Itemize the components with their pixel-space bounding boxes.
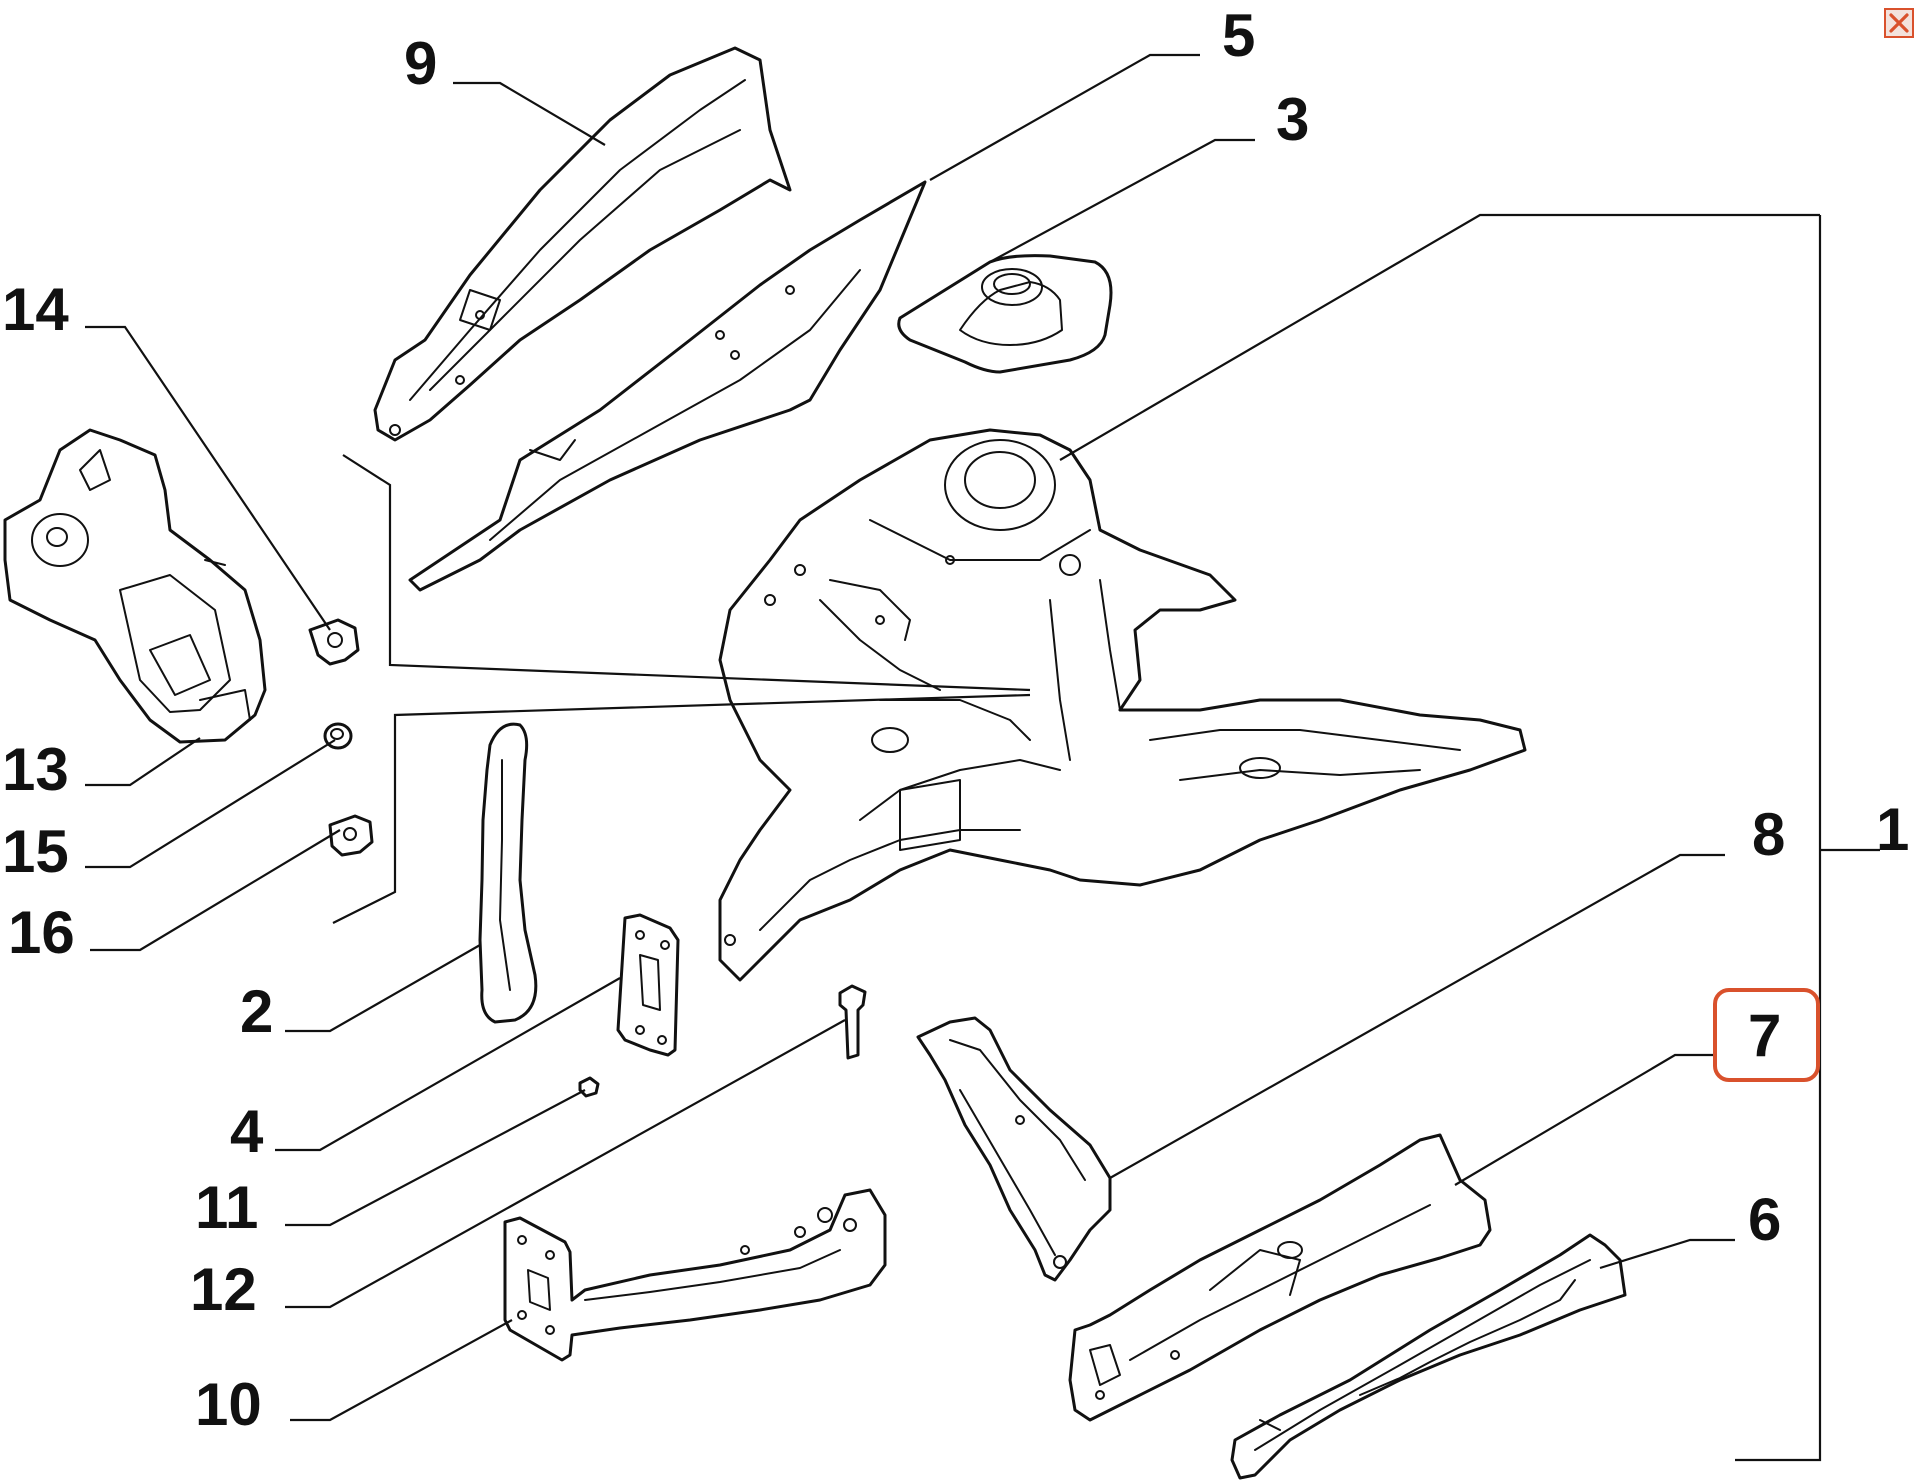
callout-11[interactable]: 11: [195, 1174, 258, 1241]
part-3[interactable]: [897, 254, 1113, 374]
part-2[interactable]: [478, 722, 538, 1024]
part-1[interactable]: [718, 428, 1527, 982]
callout-9[interactable]: 9: [404, 30, 437, 97]
part-11[interactable]: [578, 1076, 600, 1098]
callout-14[interactable]: 14: [2, 276, 69, 343]
callout-1[interactable]: 1: [1876, 796, 1909, 863]
part-6[interactable]: [1230, 1233, 1627, 1480]
part-13[interactable]: [3, 428, 267, 744]
callout-7-highlight: [1713, 988, 1820, 1082]
callout-5[interactable]: 5: [1222, 2, 1255, 69]
part-5[interactable]: [408, 180, 927, 592]
part-9[interactable]: [373, 46, 792, 442]
part-16[interactable]: [328, 814, 374, 857]
callout-3[interactable]: 3: [1276, 86, 1309, 153]
callout-10[interactable]: 10: [195, 1371, 262, 1438]
callout-12[interactable]: 12: [190, 1256, 257, 1323]
callout-2[interactable]: 2: [240, 978, 273, 1045]
part-7[interactable]: [1068, 1133, 1492, 1422]
part-8[interactable]: [916, 1016, 1112, 1282]
part-12[interactable]: [838, 984, 867, 1060]
part-14[interactable]: [308, 618, 360, 666]
callout-4[interactable]: 4: [230, 1098, 264, 1165]
callout-labels: 9 5 3 14 13 15 16 2 4 11 12 10 8 1 7 6: [2, 2, 1909, 1438]
callout-8[interactable]: 8: [1752, 801, 1785, 868]
leader-lines: [85, 53, 1880, 1462]
callout-13[interactable]: 13: [2, 736, 69, 803]
close-icon: [1889, 13, 1909, 33]
callout-6[interactable]: 6: [1748, 1186, 1781, 1253]
part-10[interactable]: [503, 1188, 887, 1362]
callout-16[interactable]: 16: [8, 899, 75, 966]
callout-7[interactable]: 7: [1748, 1002, 1781, 1069]
part-4[interactable]: [616, 913, 680, 1057]
close-button[interactable]: [1884, 8, 1914, 38]
callout-15[interactable]: 15: [2, 818, 69, 885]
